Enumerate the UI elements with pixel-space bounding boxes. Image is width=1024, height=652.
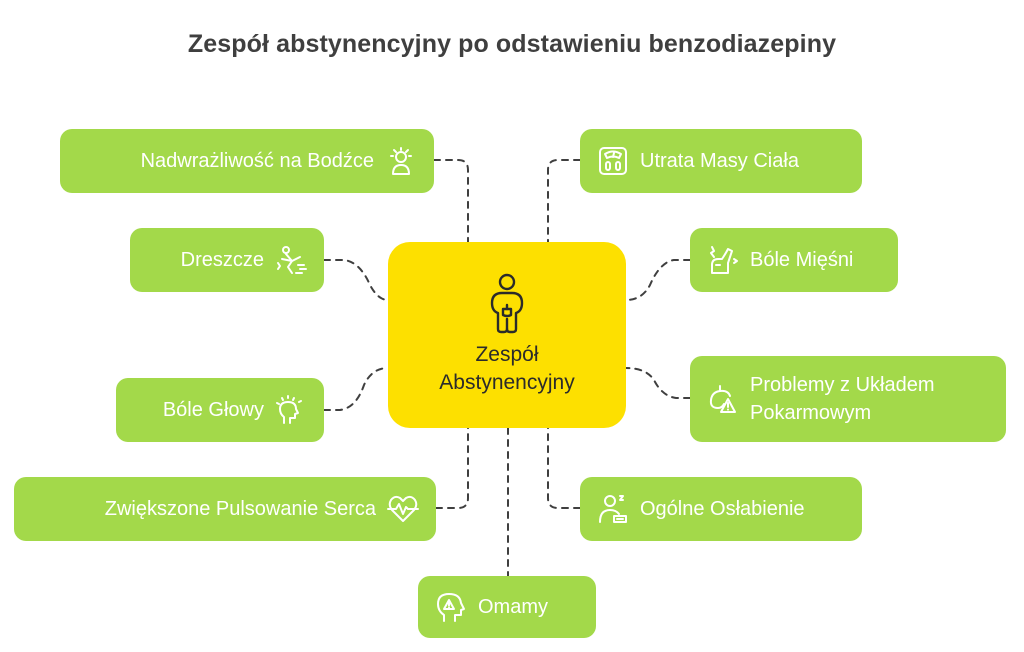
diagram-title: Zespół abstynencyjny po odstawieniu benz… <box>187 30 837 58</box>
heartbeat-icon <box>386 492 420 526</box>
muscle-pain-icon <box>706 243 740 277</box>
connector-weakness <box>547 427 581 509</box>
connector-hypersensitivity <box>433 159 469 243</box>
node-muscle-pain-label: Bóle Mięśni <box>750 248 854 271</box>
shivering-person-icon <box>274 243 308 277</box>
center-label: Zespół Abstynencyjny <box>439 343 575 394</box>
node-weight-loss-label: Utrata Masy Ciała <box>640 149 799 172</box>
node-weight-loss: Utrata Masy Ciała <box>580 129 862 193</box>
stomach-warning-icon <box>706 382 740 416</box>
connector-muscle-pain <box>625 259 691 301</box>
center-node: Zespół Abstynencyjny <box>388 242 626 428</box>
node-hypersensitivity-label: Nadwrażliwość na Bodźce <box>140 149 374 172</box>
node-headache: Bóle Głowy <box>116 378 324 442</box>
scale-icon <box>596 144 630 178</box>
node-chills: Dreszcze <box>130 228 324 292</box>
node-hypersensitivity: Nadwrażliwość na Bodźce <box>60 129 434 193</box>
person-icon <box>484 273 530 335</box>
node-hallucinations: Omamy <box>418 576 596 638</box>
node-hallucinations-label: Omamy <box>478 595 548 618</box>
node-digestive: Problemy z Układem Pokarmowym <box>690 356 1006 442</box>
node-chills-label: Dreszcze <box>180 248 264 271</box>
connector-heart-rate <box>435 427 469 509</box>
node-heart-rate-label: Zwiększone Pulsowanie Serca <box>104 497 376 520</box>
connector-headache <box>323 367 389 411</box>
connector-chills <box>323 259 389 301</box>
head-pain-icon <box>274 393 308 427</box>
stressed-person-icon <box>384 144 418 178</box>
node-headache-label: Bóle Głowy <box>162 398 264 421</box>
connector-digestive <box>625 367 691 399</box>
head-warning-icon <box>434 590 468 624</box>
connector-weight-loss <box>547 159 581 243</box>
node-weakness: Ogólne Osłabienie <box>580 477 862 541</box>
node-heart-rate: Zwiększone Pulsowanie Serca <box>14 477 436 541</box>
node-weakness-label: Ogólne Osłabienie <box>640 497 805 520</box>
tired-person-icon <box>596 492 630 526</box>
node-digestive-label: Problemy z Układem Pokarmowym <box>750 374 935 424</box>
node-muscle-pain: Bóle Mięśni <box>690 228 898 292</box>
